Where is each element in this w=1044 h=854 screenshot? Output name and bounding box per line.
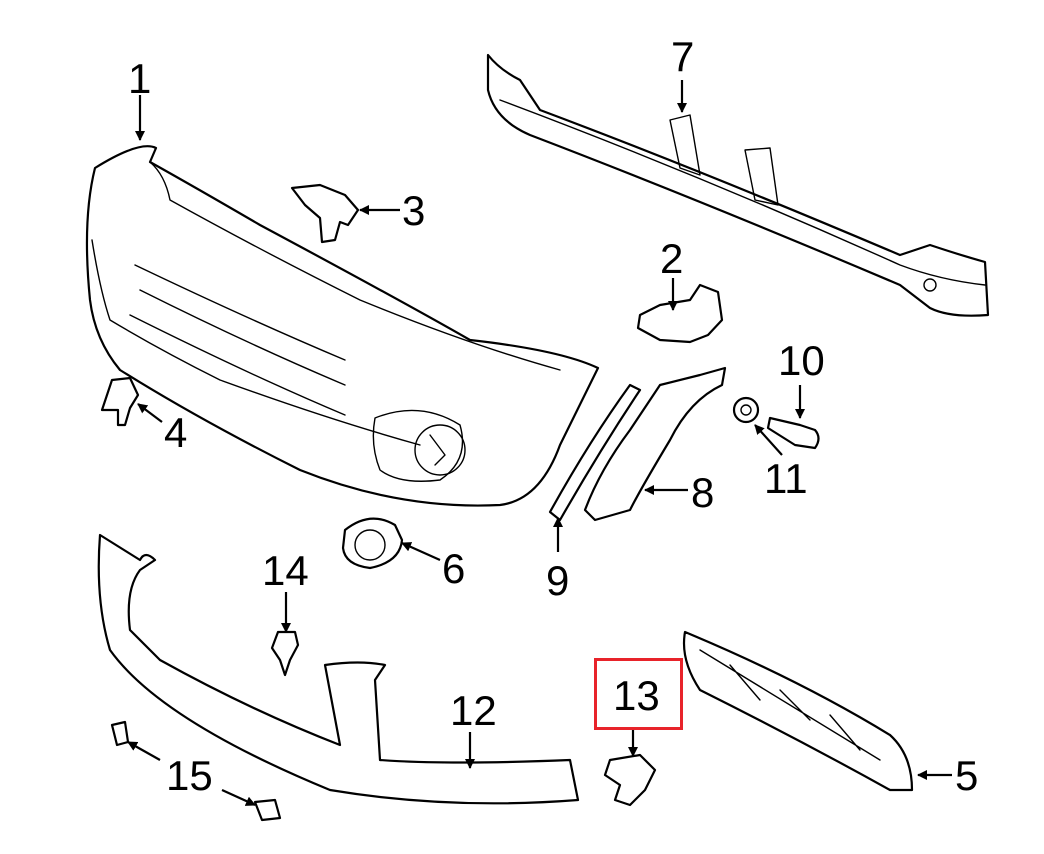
leader-4 <box>137 403 163 423</box>
leader-15a <box>127 741 161 761</box>
callout-2: 2 <box>660 235 684 282</box>
part-clip-15b <box>253 798 282 822</box>
part-fog-lamp <box>341 517 404 570</box>
leader-11 <box>754 424 783 456</box>
part-bracket-3 <box>290 183 360 244</box>
part-lower-grille <box>682 630 914 792</box>
part-clip-13 <box>603 753 657 807</box>
callout-10: 10 <box>778 337 825 384</box>
callout-12: 12 <box>450 687 497 734</box>
callout-13-highlight-box <box>594 658 683 730</box>
part-nut-11 <box>732 396 760 424</box>
callout-15: 15 <box>166 752 213 799</box>
part-bumper-cover <box>85 145 600 507</box>
callout-11: 11 <box>764 455 808 502</box>
callout-14: 14 <box>262 547 309 594</box>
callout-13: 13 <box>613 672 660 719</box>
leader-6 <box>401 541 441 562</box>
part-bolt-10 <box>766 416 820 450</box>
part-lower-spoiler <box>97 533 580 805</box>
callout-6: 6 <box>442 545 466 592</box>
part-fastener-14 <box>270 630 300 677</box>
callout-3: 3 <box>402 187 426 234</box>
part-clip-15a <box>110 720 130 747</box>
callout-9: 9 <box>546 557 570 604</box>
leader-arrows <box>127 80 952 807</box>
callout-8: 8 <box>691 469 715 516</box>
part-bracket-2 <box>636 283 724 344</box>
callout-4: 4 <box>164 409 188 456</box>
part-trim-9 <box>548 383 642 522</box>
part-clip-4 <box>100 376 140 427</box>
part-trim-8 <box>583 366 727 522</box>
callout-7: 7 <box>671 33 695 80</box>
callout-5: 5 <box>955 752 979 799</box>
part-reinforcement <box>486 53 990 317</box>
leader-15b <box>221 788 256 807</box>
callout-1: 1 <box>128 55 152 102</box>
